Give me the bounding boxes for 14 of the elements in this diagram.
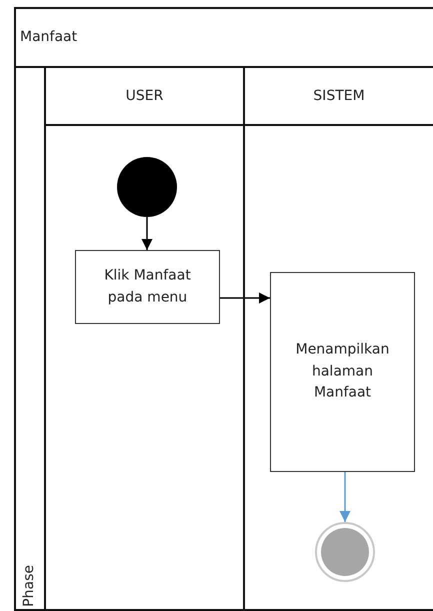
action-box: [75, 250, 220, 324]
lane-header: SISTEM: [312, 88, 366, 104]
arrow: [142, 217, 152, 250]
arrow: [340, 472, 350, 522]
lane-header: USER: [124, 88, 164, 104]
action-text: Menampilkan halaman Manfaat: [294, 340, 390, 403]
phase-label: Phase: [21, 565, 37, 607]
action-box: [270, 272, 415, 472]
phase-strip: [16, 66, 46, 611]
pool-frame: [14, 7, 433, 611]
pool-title: Manfaat: [20, 29, 78, 45]
arrow: [220, 292, 270, 304]
swimlane: [46, 66, 245, 611]
action-text: Klik Manfaat pada menu: [103, 266, 192, 307]
